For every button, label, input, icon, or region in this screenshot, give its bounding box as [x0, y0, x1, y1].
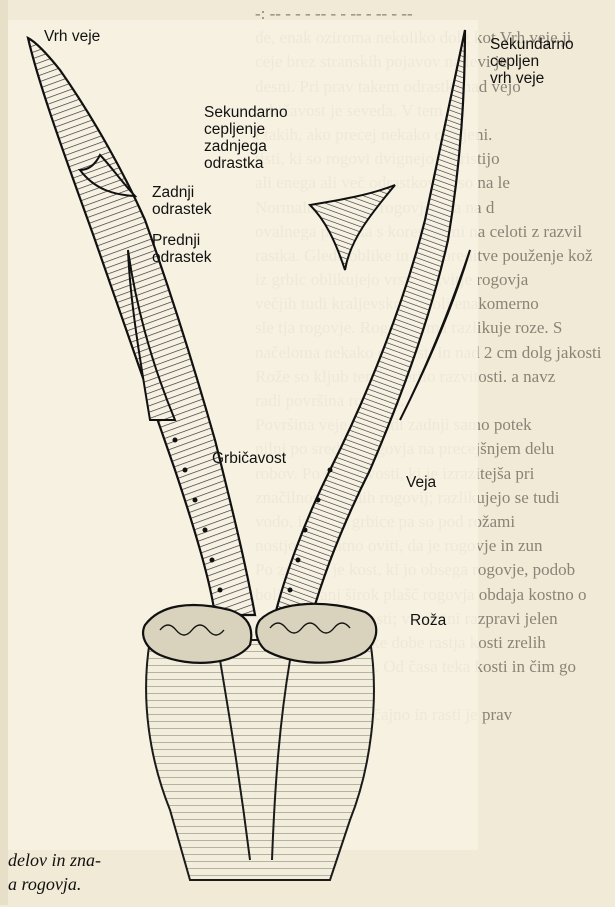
label-sekundarno-cepljenje-zadnjega-odrastka: Sekundarno cepljenje zadnjega odrastka [204, 104, 288, 172]
figure-caption: delov in zna- ­a rogovja. [8, 848, 101, 896]
label-roza: Roža [410, 612, 446, 629]
label-grbicavost: Grbičavost [212, 450, 286, 467]
right-coronet [256, 604, 376, 663]
label-zadnji-odrastek: Zadnji odrastek [152, 184, 211, 218]
label-veja: Veja [406, 474, 436, 491]
label-sekundarno-cepljen-vrh-veje: Sekundarno cepljen vrh veje [490, 36, 574, 87]
label-prednji-odrastek: Prednji odrastek [152, 232, 211, 266]
left-coronet [143, 605, 251, 663]
skull-shape [146, 640, 374, 880]
label-vrh-veje: Vrh veje [44, 28, 100, 45]
